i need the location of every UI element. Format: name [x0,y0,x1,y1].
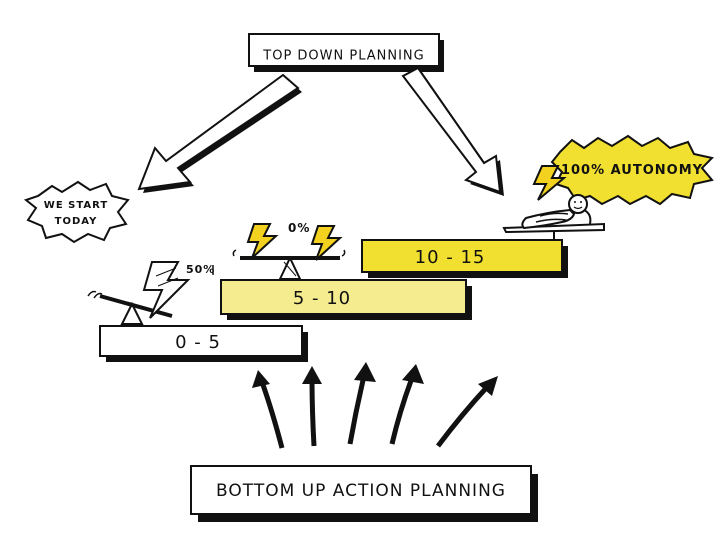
bottom-up-banner: BOTTOM UP ACTION PLANNING [190,465,538,522]
seesaw-left-level: 50% [186,263,215,276]
top-down-banner: TOP DOWN PLANNING [248,33,444,72]
lightning-icon [310,225,343,261]
arrow-up-icon [436,376,498,448]
start-bubble: WE START TODAY [23,180,130,244]
lightning-icon [142,261,191,319]
autonomy-label: 100% AUTONOMY [561,163,703,178]
lightning-icon [246,223,279,259]
step-10-15-label: 10 - 15 [415,247,486,268]
seesaw-middle-level: 0% [288,221,310,235]
autonomy-burst: 100% AUTONOMY [550,134,714,206]
arrow-down-left-icon [137,73,302,193]
lightning-icon [532,165,567,201]
step-10-15: 10 - 15 [361,239,568,278]
bottom-up-label: BOTTOM UP ACTION PLANNING [216,481,506,501]
balanced-seesaw-icon [232,249,346,280]
step-0-5: 0 - 5 [99,325,308,362]
step-5-10: 5 - 10 [220,279,472,320]
arrow-up-icon [347,362,376,445]
arrow-up-icon [302,366,322,447]
arrow-up-icon [252,370,285,449]
person-reclining-icon [502,194,605,240]
seesaw-icon [87,290,173,325]
arrow-down-right-icon [401,66,504,196]
arrow-up-icon [389,364,424,445]
top-down-label: TOP DOWN PLANNING [262,49,424,64]
start-bubble-line2: TODAY [55,216,98,227]
start-bubble-line1: WE START [44,200,108,211]
step-0-5-label: 0 - 5 [175,332,221,353]
step-5-10-label: 5 - 10 [293,288,351,309]
